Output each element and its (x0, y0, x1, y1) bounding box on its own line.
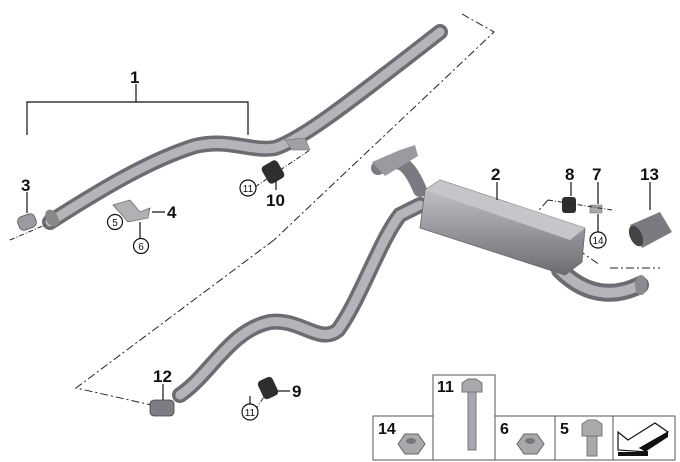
table-cell-11: 11 (437, 378, 483, 451)
svg-text:11: 11 (243, 184, 254, 195)
rubber-mount-part-9 (254, 376, 279, 411)
long-bolt-icon (461, 378, 483, 451)
clamp-part-3 (9, 213, 46, 241)
leader-lines (26, 84, 651, 404)
svg-text:5: 5 (560, 421, 569, 438)
callout-4: 4 (167, 203, 177, 222)
hardware-table (372, 374, 676, 461)
front-pipe (42, 24, 448, 230)
hex-bolt-icon (581, 419, 603, 457)
svg-text:14: 14 (378, 421, 396, 438)
callout-10: 10 (266, 191, 285, 210)
callout-3: 3 (21, 176, 30, 195)
callout-13: 13 (640, 165, 659, 184)
flange-nut-icon (516, 433, 545, 455)
callout-8: 8 (565, 165, 574, 184)
bracket-part-4 (112, 199, 151, 223)
flange-nut-icon (397, 433, 426, 455)
table-cell-6: 6 (500, 421, 545, 455)
direction-arrow-icon (617, 422, 670, 453)
rear-pipe (172, 145, 649, 403)
table-cell-14: 14 (378, 421, 426, 455)
circled-ref-11-rear: 11 (241, 403, 259, 421)
callout-2: 2 (491, 165, 500, 184)
svg-text:6: 6 (138, 242, 144, 253)
assembly-outline (74, 13, 660, 409)
rubber-mount-part-10 (254, 149, 311, 188)
circled-ref-5: 5 (106, 213, 124, 231)
svg-text:11: 11 (245, 408, 256, 419)
callout-9: 9 (292, 382, 301, 401)
callout-7: 7 (592, 165, 601, 184)
mount-parts-7-8 (547, 197, 613, 214)
svg-text:14: 14 (592, 236, 604, 247)
svg-text:6: 6 (500, 421, 509, 438)
circled-ref-14: 14 (589, 231, 607, 249)
circled-ref-11-front: 11 (239, 179, 257, 197)
svg-text:11: 11 (437, 379, 454, 396)
rear-muffler (419, 179, 586, 276)
tailpipe-trim-part-13 (628, 212, 672, 248)
clamp-part-12 (149, 399, 175, 417)
callout-1: 1 (130, 68, 139, 87)
table-cell-arrow (617, 422, 670, 456)
svg-text:5: 5 (112, 218, 118, 229)
circled-ref-6: 6 (132, 237, 150, 255)
table-cell-5: 5 (560, 419, 603, 457)
callout-12: 12 (153, 367, 172, 386)
